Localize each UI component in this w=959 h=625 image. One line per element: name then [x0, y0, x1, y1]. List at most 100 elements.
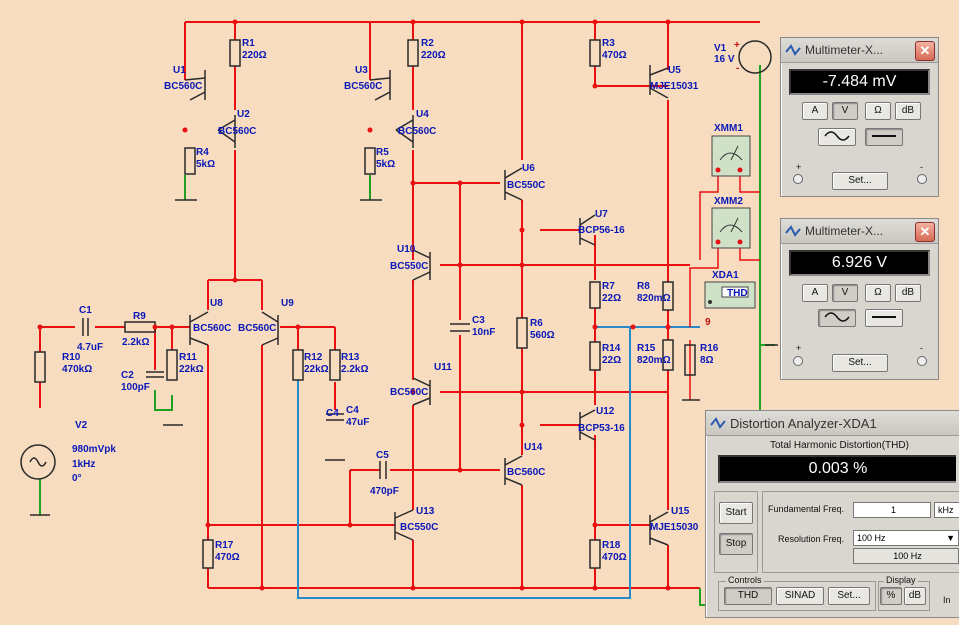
- multimeter-2-titlebar[interactable]: Multimeter-X...: [781, 219, 938, 244]
- label-schematic-sources-v1-plus: +: [734, 40, 740, 51]
- negative-terminal[interactable]: [917, 174, 927, 184]
- transistor-u11: [412, 377, 431, 406]
- set-button[interactable]: Set...: [828, 587, 870, 605]
- label-schematic-capacitors-3-name: C4: [326, 408, 339, 419]
- controls-group: [718, 581, 876, 611]
- decibel-button[interactable]: dB: [895, 284, 921, 302]
- percent-button[interactable]: %: [880, 587, 902, 605]
- transistor-u9: [261, 311, 279, 346]
- positive-terminal[interactable]: [793, 356, 803, 366]
- negative-terminal-label: -: [920, 162, 923, 172]
- negative-terminal[interactable]: [917, 356, 927, 366]
- capacitor-c3: [450, 323, 470, 332]
- label-schematic-components-7-name: U8: [210, 298, 223, 309]
- resistor-r18: [589, 539, 601, 569]
- display-group-label: Display: [884, 575, 918, 585]
- label-schematic-components-0-name: U1: [173, 65, 186, 76]
- ohmmeter-button[interactable]: Ω: [865, 102, 891, 120]
- label-schematic-sources-v1-value: 16 V: [714, 54, 735, 65]
- circuit-wires: [39, 21, 760, 589]
- label-schematic-instruments-xda1: XDA1: [712, 270, 739, 281]
- settings-button[interactable]: Set...: [832, 354, 888, 372]
- label-schematic-capacitors-4-value: 470pF: [370, 486, 399, 497]
- multimeter-xmm2[interactable]: [711, 207, 751, 249]
- fundamental-freq-label: Fundamental Freq.: [768, 504, 845, 514]
- label-schematic-resistors-12-name: R13: [341, 352, 360, 363]
- multimeter-window-1[interactable]: Multimeter-X... ✕ -7.484 mV A V Ω dB + -…: [780, 37, 939, 197]
- positive-terminal[interactable]: [793, 174, 803, 184]
- resolution-freq-select[interactable]: 100 Hz ▼: [853, 530, 959, 546]
- ohmmeter-button[interactable]: Ω: [865, 284, 891, 302]
- label-schematic-instruments-xda1_face: THD: [727, 288, 748, 299]
- resistor-r7: [589, 281, 601, 309]
- label-schematic-components-14-name: U15: [671, 506, 690, 517]
- label-schematic-resistors-16-value: 470Ω: [215, 552, 240, 563]
- voltmeter-button[interactable]: V: [832, 284, 858, 302]
- transistor-u8: [189, 311, 209, 346]
- capacitor-c4: [326, 413, 344, 421]
- thd-heading: Total Harmonic Distortion(THD): [770, 440, 909, 451]
- label-schematic-resistors-13-value: 22Ω: [602, 355, 621, 366]
- ac-mode-button[interactable]: [818, 309, 856, 327]
- ac-source-v2: [20, 444, 56, 480]
- sinad-button[interactable]: SINAD: [776, 587, 824, 605]
- label-schematic-components-10-name: U11: [434, 362, 452, 373]
- settings-button[interactable]: Set...: [832, 172, 888, 190]
- label-schematic-components-4-value: MJE15031: [650, 81, 699, 92]
- label-schematic-sources-v2-name: V2: [75, 420, 88, 431]
- label-schematic-components-4-name: U5: [668, 65, 681, 76]
- label-schematic-components-5-value: BC550C: [507, 180, 545, 191]
- resistor-r15: [662, 339, 674, 371]
- label-schematic-resistors-4-value: 5kΩ: [376, 159, 395, 170]
- label-schematic-resistors-12-value: 2.2kΩ: [341, 364, 368, 375]
- transistor-u14: [504, 455, 523, 486]
- fundamental-freq-input[interactable]: 1: [853, 502, 931, 518]
- dc-mode-button[interactable]: [865, 309, 903, 327]
- distortion-analyzer-xda1[interactable]: [704, 281, 756, 309]
- close-icon[interactable]: ✕: [915, 222, 935, 242]
- label-schematic-resistors-17-value: 470Ω: [602, 552, 627, 563]
- resistor-r11: [166, 349, 178, 381]
- fundamental-unit-select[interactable]: kHz: [934, 502, 959, 518]
- label-schematic-resistors-9-value: 470kΩ: [62, 364, 92, 375]
- decibel-button[interactable]: dB: [895, 102, 921, 120]
- label-schematic-resistors-13-name: R14: [602, 343, 621, 354]
- dc-mode-button[interactable]: [865, 128, 903, 146]
- label-schematic-resistors-15-name: R16: [700, 343, 719, 354]
- transistor-u2: [217, 115, 236, 148]
- label-schematic-resistors-5-name: R6: [530, 318, 543, 329]
- ammeter-button[interactable]: A: [802, 284, 828, 302]
- resistor-r16: [684, 344, 696, 376]
- label-schematic-components-10-value: BC560C: [390, 387, 428, 398]
- negative-terminal-label: -: [920, 343, 923, 353]
- voltmeter-button[interactable]: V: [832, 102, 858, 120]
- resolution-freq-label: Resolution Freq.: [778, 534, 845, 544]
- thd-button[interactable]: THD: [724, 587, 772, 605]
- voltage-source-v1: [738, 40, 772, 74]
- label-schematic-components-2-name: U3: [355, 65, 368, 76]
- multimeter-xmm1[interactable]: [711, 135, 751, 177]
- multimeter-window-2[interactable]: Multimeter-X... ✕ 6.926 V A V Ω dB + - S…: [780, 218, 939, 380]
- label-schematic-components-9-value: BC550C: [390, 261, 428, 272]
- label-schematic-components-8-name: U9: [281, 298, 294, 309]
- label-schematic-sources-v2-lines-0: 980mVpk: [72, 444, 116, 455]
- distortion-analyzer-titlebar[interactable]: Distortion Analyzer-XDA1: [706, 411, 959, 436]
- ammeter-button[interactable]: A: [802, 102, 828, 120]
- db-button[interactable]: dB: [904, 587, 926, 605]
- label-schematic-components-14-value: MJE15030: [650, 522, 699, 533]
- close-icon[interactable]: ✕: [915, 41, 935, 61]
- ac-mode-button[interactable]: [818, 128, 856, 146]
- component-symbols[interactable]: [20, 39, 778, 569]
- start-button[interactable]: Start: [719, 502, 753, 524]
- transistor-u6: [504, 167, 523, 201]
- label-schematic-resistors-0-name: R1: [242, 38, 255, 49]
- distortion-analyzer-window[interactable]: Distortion Analyzer-XDA1 Total Harmonic …: [705, 410, 959, 618]
- frequency-settings-group: [762, 491, 959, 573]
- label-schematic-resistors-14-name: R15: [637, 343, 656, 354]
- resolution-freq-note: 100 Hz: [853, 548, 959, 564]
- stop-button[interactable]: Stop: [719, 533, 753, 555]
- multimeter-1-title: Multimeter-X...: [805, 43, 884, 57]
- label-schematic-sources-v1-minus: -: [736, 63, 739, 74]
- multimeter-1-titlebar[interactable]: Multimeter-X...: [781, 38, 938, 63]
